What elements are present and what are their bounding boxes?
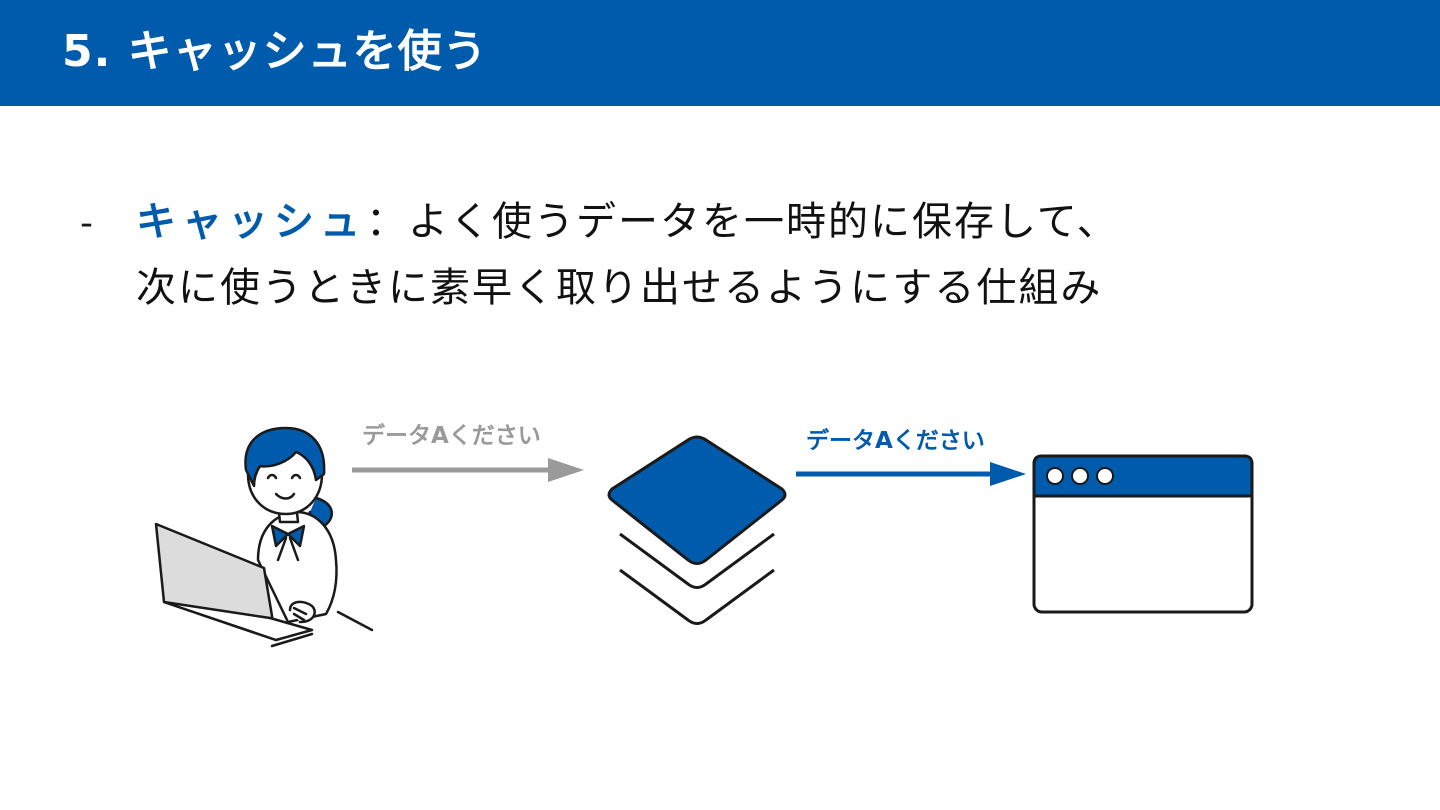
person-with-laptop-icon <box>154 426 374 648</box>
request-label-blue: データAください <box>806 427 985 454</box>
bullet-line-2: 次に使うときに素早く取り出せるようにする仕組み <box>136 265 1103 311</box>
request-label-gray: データAください <box>362 422 541 449</box>
bullet-definition-start: ：よく使うデータを一時的に保存して、 <box>366 199 1119 245</box>
bullet-dash: - <box>80 203 93 244</box>
layered-cache-stack-icon <box>607 435 787 625</box>
header-bar: 5. キャッシュを使う <box>0 0 1440 106</box>
request-arrow-blue <box>796 462 1026 486</box>
slide-title: 5. キャッシュを使う <box>62 26 488 77</box>
bullet-term: キャッシュ <box>136 199 366 245</box>
browser-window-icon <box>1032 454 1254 614</box>
request-arrow-gray <box>352 458 584 482</box>
bullet-line-1: キャッシュ：よく使うデータを一時的に保存して、 <box>136 196 1119 248</box>
